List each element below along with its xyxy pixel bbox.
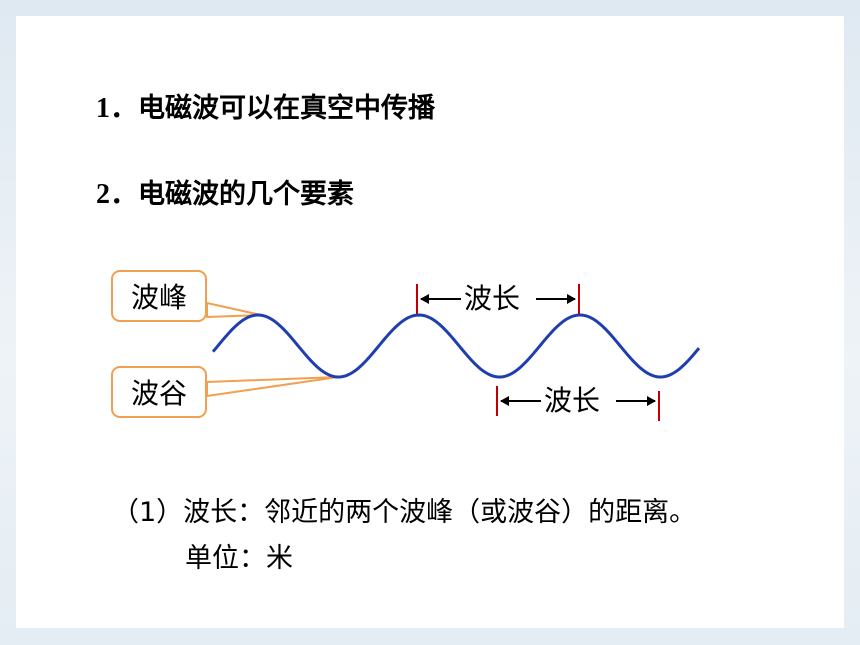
wavelength-unit: 单位：米 xyxy=(185,543,293,574)
item-2-number: 2． xyxy=(96,179,139,210)
crest-label: 波峰 xyxy=(130,281,187,314)
slide-canvas: 1．电磁波可以在真空中传播 2．电磁波的几个要素 波峰 波谷 波长 波长 （1）… xyxy=(16,16,844,628)
item-1-number: 1． xyxy=(96,93,139,124)
wavelength-label-top: 波长 xyxy=(462,282,523,316)
trough-callout: 波谷 xyxy=(111,366,207,418)
wave-curve xyxy=(211,313,701,379)
wavelength-definition: （1）波长：邻近的两个波峰（或波谷）的距离。 xyxy=(112,497,697,528)
trough-label: 波谷 xyxy=(130,377,187,410)
crest-callout-pointer xyxy=(206,302,262,318)
wavelength-top-left-arrowhead xyxy=(420,294,429,304)
wavelength-bottom-left-arrowhead xyxy=(500,396,509,406)
wavelength-label-bottom: 波长 xyxy=(542,384,603,418)
item-2-heading: 2．电磁波的几个要素 xyxy=(96,172,354,212)
item-1-heading: 1．电磁波可以在真空中传播 xyxy=(96,86,435,126)
wavelength-top-right-arrowhead xyxy=(567,294,576,304)
crest-callout: 波峰 xyxy=(111,270,207,322)
item-1-text: 电磁波可以在真空中传播 xyxy=(138,93,436,124)
wavelength-bottom-right-arrowhead xyxy=(647,396,656,406)
item-2-text: 电磁波的几个要素 xyxy=(138,179,355,210)
trough-callout-pointer xyxy=(206,376,339,397)
wave-diagram xyxy=(206,284,701,421)
